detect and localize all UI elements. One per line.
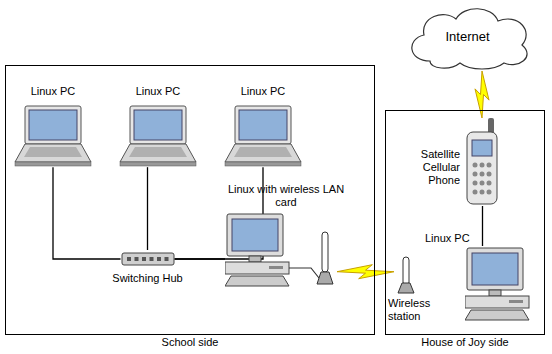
laptop-icon <box>118 104 198 167</box>
node-laptop: Linux PC <box>113 85 203 173</box>
node-desktop: Linux PC <box>425 232 540 314</box>
node-cloud: Internet <box>400 3 535 71</box>
device-label: Linux with wireless LAN card <box>225 183 347 209</box>
device-label: Switching Hub <box>112 272 182 285</box>
device-label: Wireless station <box>388 297 454 323</box>
hub-icon <box>121 250 175 268</box>
device-label: Linux PC <box>136 85 181 98</box>
cable <box>147 167 148 250</box>
laptop-icon <box>13 104 93 167</box>
node-phone: Satellite Cellular Phone <box>390 118 505 210</box>
cable <box>53 167 121 259</box>
antenna-icon <box>394 255 418 295</box>
node-hub: Switching Hub <box>100 250 195 290</box>
node-region: House of Joy side Satellite Cellular Phon… <box>385 110 545 352</box>
region-border <box>5 65 375 335</box>
cable <box>175 259 226 260</box>
device-label: Linux PC <box>31 85 76 98</box>
server-with-antenna <box>225 212 337 288</box>
device-label: Linux PC <box>241 85 286 98</box>
cable <box>482 206 483 246</box>
node-laptop: Linux PC <box>218 85 308 173</box>
laptop-icon <box>223 104 303 167</box>
desktop-icon <box>465 246 531 322</box>
device-label: Internet <box>445 29 489 45</box>
phone-icon <box>464 118 500 206</box>
node-laptop: Linux PC <box>8 85 98 173</box>
device-label: Linux PC <box>425 232 540 245</box>
device-label: School side <box>5 336 375 349</box>
node-station: Wireless station <box>388 255 456 325</box>
device-label: Satellite Cellular Phone <box>390 148 460 188</box>
device-label: House of Joy side <box>385 336 545 349</box>
node-region: School side Linux PC Linux PC Linux PC Switc… <box>5 65 375 352</box>
node-server: Linux with wireless LAN card <box>225 183 350 295</box>
